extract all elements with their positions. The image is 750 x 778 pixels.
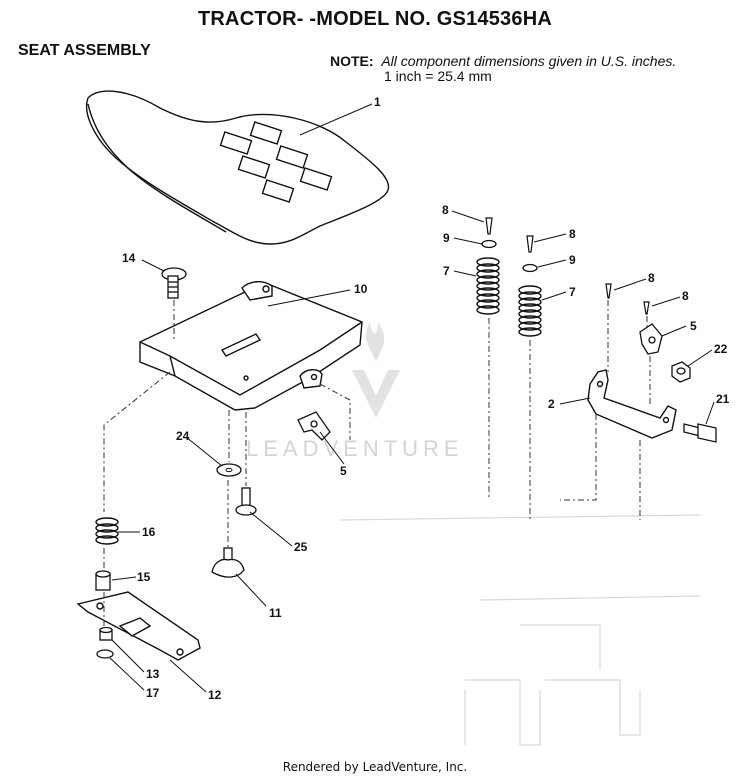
screw-part-8-d xyxy=(643,301,650,315)
clip-part-5-left xyxy=(297,411,331,441)
note-label: NOTE: xyxy=(330,53,374,69)
callout-8-b: 8 xyxy=(569,227,576,241)
carriage-bolt-part-14 xyxy=(161,267,187,299)
bolt-part-25 xyxy=(235,487,257,516)
callout-labels: 1 2 5 5 7 7 8 8 8 8 9 9 10 11 12 13 14 1… xyxy=(122,95,730,702)
callout-11: 11 xyxy=(269,606,282,620)
callout-8-d: 8 xyxy=(682,289,689,303)
note-text: All component dimensions given in U.S. i… xyxy=(381,53,677,69)
seat-part-1 xyxy=(86,90,390,245)
seat-pan-part-10 xyxy=(139,281,363,411)
page-title: TRACTOR- -MODEL NO. GS14536HA xyxy=(197,8,552,30)
callout-22: 22 xyxy=(714,342,728,356)
callout-24: 24 xyxy=(176,429,190,443)
callout-7-a: 7 xyxy=(443,264,450,278)
callout-25: 25 xyxy=(294,540,308,554)
spring-part-7-b xyxy=(518,285,542,337)
callout-13: 13 xyxy=(146,667,160,681)
dimension-note: NOTE: All component dimensions given in … xyxy=(330,54,676,84)
screw-part-8-b xyxy=(526,235,534,253)
bracket-part-12 xyxy=(76,591,201,661)
callout-5-left: 5 xyxy=(340,464,347,478)
callout-15: 15 xyxy=(137,570,151,584)
leadventure-watermark: LEADVENTURE xyxy=(246,322,464,461)
callout-14: 14 xyxy=(122,251,136,265)
spring-part-7-a xyxy=(476,257,500,315)
assembly-lines xyxy=(103,300,651,628)
callout-12: 12 xyxy=(208,688,222,702)
callout-10: 10 xyxy=(354,282,368,296)
washer-part-9-b xyxy=(522,263,538,273)
callout-2: 2 xyxy=(548,397,555,411)
screw-part-8-c xyxy=(605,283,612,299)
callout-9-b: 9 xyxy=(569,253,576,267)
clip-part-5-right xyxy=(639,323,663,355)
callout-7-b: 7 xyxy=(569,285,576,299)
bolt-part-21 xyxy=(683,423,717,443)
footer-credit: Rendered by LeadVenture, Inc. xyxy=(282,760,468,774)
callout-17: 17 xyxy=(146,686,160,700)
note-conversion: 1 inch = 25.4 mm xyxy=(384,68,492,84)
leader-lines xyxy=(109,103,715,693)
nut-part-13 xyxy=(99,626,113,641)
spacer-part-15 xyxy=(95,570,111,591)
callout-8-c: 8 xyxy=(648,271,655,285)
knob-part-11 xyxy=(211,547,245,578)
washer-part-17 xyxy=(96,649,114,659)
bracket-part-2 xyxy=(587,369,677,439)
watermark-text: LEADVENTURE xyxy=(246,436,464,461)
callout-5-right: 5 xyxy=(690,319,697,333)
section-title: SEAT ASSEMBLY xyxy=(18,42,151,59)
callout-8-a: 8 xyxy=(442,203,449,217)
screw-part-8-a xyxy=(485,217,493,235)
callout-21: 21 xyxy=(716,392,730,406)
washer-part-9-a xyxy=(481,239,497,249)
spring-part-16 xyxy=(95,517,119,545)
nut-part-22 xyxy=(671,361,691,383)
tractor-frame-ghost xyxy=(339,514,701,746)
callout-9-a: 9 xyxy=(443,231,450,245)
callout-1: 1 xyxy=(374,95,381,109)
callout-16: 16 xyxy=(142,525,156,539)
